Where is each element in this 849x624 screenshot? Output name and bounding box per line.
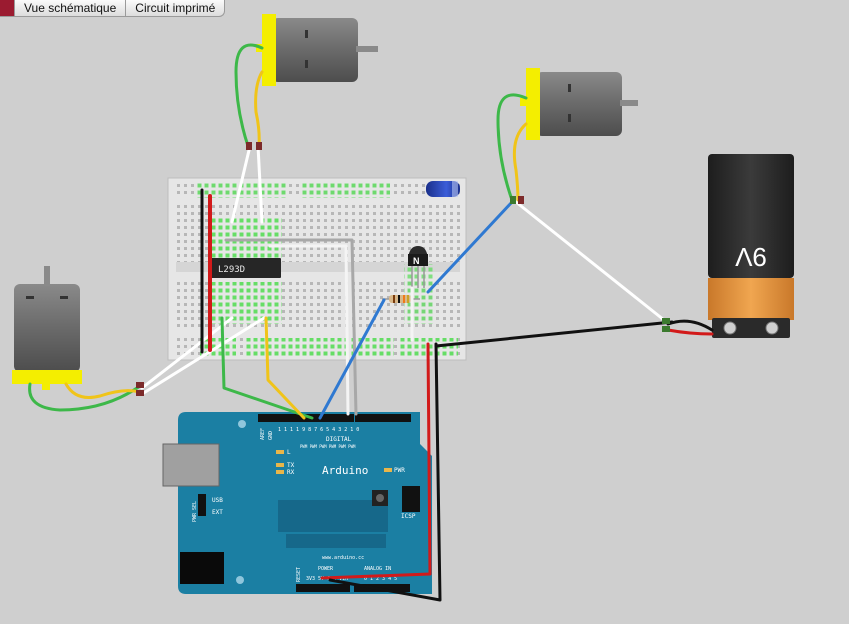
wire-black-ground[interactable]	[328, 342, 442, 602]
view-tabs: Vue schématique Circuit imprimé	[0, 0, 226, 17]
wire-yellow-motor-right[interactable]	[512, 122, 528, 202]
wire-green-motor-right[interactable]	[496, 93, 528, 202]
wire-black-battery[interactable]	[434, 320, 674, 348]
wire-green-motor-left[interactable]	[28, 382, 142, 412]
usb-label: USB	[212, 497, 223, 504]
l293d-chip[interactable]: L293D	[211, 258, 281, 278]
wires	[28, 43, 714, 602]
tab-schematic-view[interactable]: Vue schématique	[14, 0, 125, 16]
analog-header-label: ANALOG IN	[364, 566, 391, 572]
ext-label: EXT	[212, 509, 223, 516]
wire-white-left-b[interactable]	[140, 316, 266, 396]
wire-green-motor-top[interactable]	[234, 43, 264, 148]
wire-connectors	[136, 142, 670, 396]
digital-pin-numbers: 1 1 1 1 9 8 7 6 5 4 3 2 1 0	[278, 427, 359, 433]
wire-white-pin-a[interactable]	[268, 244, 350, 416]
wire-white-left-a[interactable]	[140, 316, 234, 390]
pwr-led-label: PWR	[394, 467, 405, 474]
motor-right[interactable]	[520, 68, 638, 140]
wire-white-top-a[interactable]	[230, 144, 252, 224]
motor-left[interactable]	[12, 266, 82, 390]
led-rx-label: RX	[287, 469, 295, 476]
wire-yellow-motor-top[interactable]	[254, 70, 264, 148]
wire-red-power[interactable]	[320, 342, 432, 580]
wire-battery-neg[interactable]	[666, 319, 714, 332]
gnd-label: GND	[268, 431, 274, 440]
wire-battery-pos[interactable]	[666, 328, 714, 336]
resistor[interactable]	[382, 295, 420, 303]
tab-pcb-view[interactable]: Circuit imprimé	[125, 0, 224, 16]
icsp-label: ICSP	[401, 513, 416, 520]
led-tx-label: TX	[287, 462, 295, 469]
tab-accent	[0, 0, 14, 16]
reset-label: RESET	[296, 567, 302, 582]
digital-header-label: DIGITAL	[326, 436, 352, 443]
aref-label: AREF	[260, 428, 266, 440]
arduino-url: www.arduino.cc	[322, 555, 364, 561]
power-header-label: POWER	[318, 566, 334, 572]
analog-pin-labels: 0 1 2 3 4 5	[364, 576, 397, 582]
wire-blue-pin[interactable]	[318, 298, 386, 420]
pwm-pin-labels: PWM PWM PWM PWM PWM PWM	[300, 444, 356, 449]
wire-yellow-motor-left[interactable]	[64, 382, 142, 399]
wire-green-pin[interactable]	[220, 316, 314, 420]
pwr-sel-label: PWR SEL	[192, 501, 198, 522]
led-l-label: L	[287, 449, 291, 456]
transistor-label: N	[413, 256, 420, 266]
chip-label: L293D	[218, 265, 245, 275]
motor-top[interactable]	[256, 14, 378, 86]
capacitor[interactable]	[426, 181, 460, 197]
transistor[interactable]: N	[408, 246, 428, 288]
wire-blue-top[interactable]	[426, 200, 514, 294]
wire-white-right[interactable]	[514, 200, 666, 322]
battery-label: 9V	[734, 242, 766, 272]
wire-white-top-b[interactable]	[256, 144, 264, 224]
arduino-board[interactable]: Arduino www.arduino.cc DIGITAL POWER ANA…	[162, 412, 432, 594]
wire-yellow-pin[interactable]	[264, 316, 306, 420]
battery-9v[interactable]: 9V	[708, 154, 794, 338]
arduino-brand: Arduino	[322, 464, 368, 477]
